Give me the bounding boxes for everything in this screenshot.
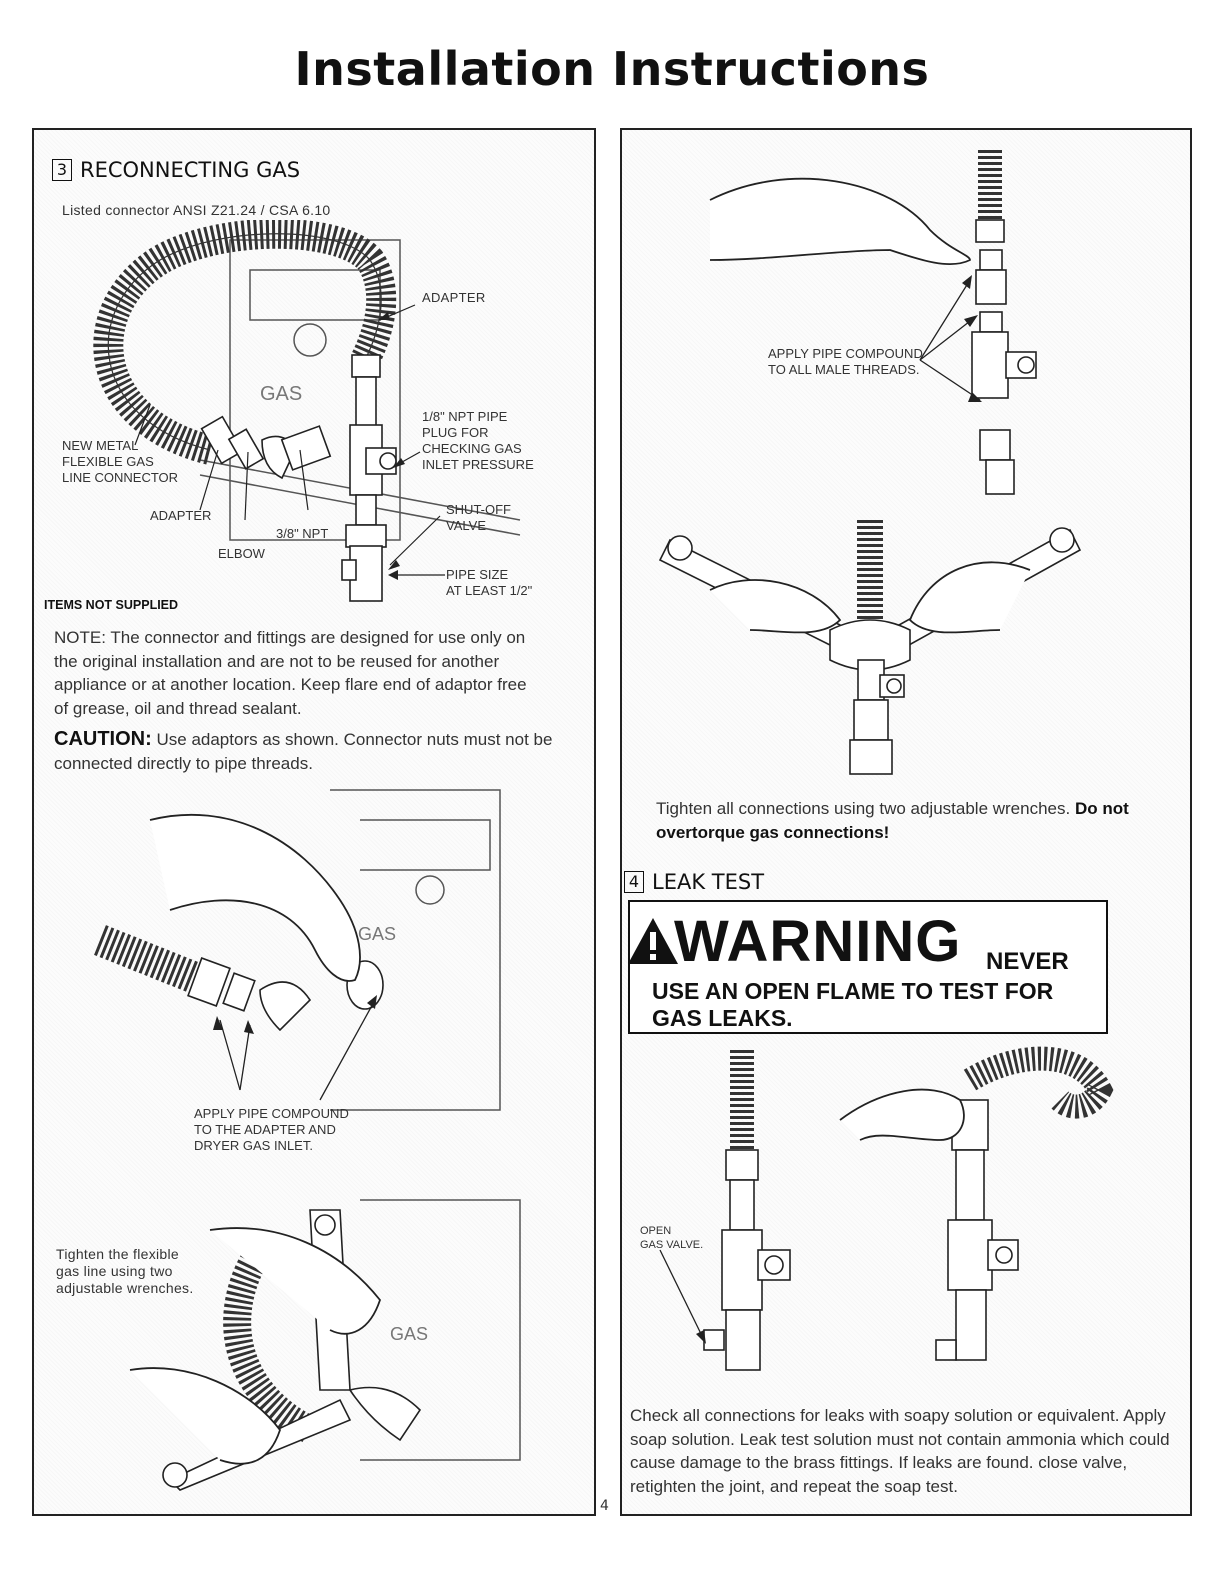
- apply-compound-male-2: TO ALL MALE THREADS.: [768, 362, 919, 377]
- apply-compound-male-illustration: APPLY PIPE COMPOUND TO ALL MALE THREADS.: [709, 150, 1037, 495]
- section-title: RECONNECTING GAS: [80, 158, 301, 182]
- label-new-connector-2: FLEXIBLE GAS: [62, 454, 154, 469]
- pipe-train: [849, 659, 905, 775]
- exploded-fittings: [971, 219, 1037, 495]
- warning-word: WARNING: [674, 909, 962, 974]
- hand-right: [908, 561, 1031, 634]
- gas-stamp-text-2: GAS: [358, 924, 396, 944]
- apply-compound-adapter-2: TO THE ADAPTER AND: [194, 1122, 336, 1137]
- warning-never: NEVER: [986, 948, 1069, 975]
- tighten-connections-paragraph: Tighten all connections using two adjust…: [656, 799, 1129, 842]
- step-number-box: 3: [52, 159, 72, 181]
- section-heading-reconnecting-gas: 3 RECONNECTING GAS: [52, 158, 300, 182]
- hand-top: [209, 1227, 382, 1335]
- caution-paragraph: CAUTION: Use adaptors as shown. Connecto…: [54, 728, 554, 775]
- apply-compound-adapter-3: DRYER GAS INLET.: [194, 1138, 313, 1153]
- hand-left: [709, 579, 842, 634]
- label-new-connector-1: NEW METAL: [62, 438, 138, 453]
- label-leader-lines: [134, 304, 445, 576]
- hand: [149, 813, 361, 982]
- left-panel: [32, 128, 596, 1516]
- label-npt-plug-3: CHECKING GAS: [422, 441, 522, 456]
- leader-lines: [219, 999, 376, 1101]
- open-gas-valve-2: GAS VALVE.: [640, 1239, 703, 1251]
- label-npt-38: 3/8" NPT: [276, 526, 328, 541]
- label-npt-plug-2: PLUG FOR: [422, 425, 488, 440]
- page-number: 4: [600, 1498, 609, 1514]
- hand: [709, 177, 971, 266]
- leader-line: [659, 1249, 705, 1341]
- open-gas-valve-1: OPEN: [640, 1225, 671, 1237]
- section-heading-leak-test: 4 LEAK TEST: [624, 870, 764, 894]
- warning-triangle-icon: [628, 918, 678, 964]
- leader-arrowheads: [378, 312, 405, 580]
- gas-connector-illustration: GAS ADAPTER 1/8" NPT PIPE: [62, 220, 534, 602]
- flexible-gas-line-right: [963, 1046, 1114, 1119]
- flexible-gas-line: [94, 925, 206, 995]
- check-connections-paragraph: Check all connections for leaks with soa…: [630, 1406, 1170, 1496]
- apply-compound-male-1: APPLY PIPE COMPOUND: [768, 346, 923, 361]
- pipe-train-right: [935, 1099, 1019, 1361]
- dryer-back-outline: [360, 1199, 521, 1461]
- left-fittings: [200, 415, 332, 480]
- hand-applying-solution: [839, 1088, 965, 1141]
- section-title: LEAK TEST: [652, 870, 765, 894]
- leader-lines: [919, 279, 981, 401]
- caution-label: CAUTION:: [54, 728, 152, 750]
- pipe-train: [341, 354, 397, 602]
- note-paragraph: NOTE: The connector and fittings are des…: [54, 628, 527, 718]
- gas-stamp-text-3: GAS: [390, 1324, 428, 1344]
- label-npt-plug-4: INLET PRESSURE: [422, 457, 534, 472]
- hand-bottom: [129, 1367, 282, 1465]
- gas-stamp-text: GAS: [260, 383, 302, 405]
- tighten-flexible-caption: Tighten the flexible gas line using two …: [56, 1246, 194, 1296]
- label-elbow: ELBOW: [218, 546, 266, 561]
- apply-compound-illustration: GAS APPLY PIPE COMPOUND TO THE ADAPTER A…: [94, 789, 501, 1153]
- caution-text: Use adaptors as shown. Connector nuts mu…: [54, 730, 553, 773]
- flexible-gas-line: [223, 1242, 317, 1443]
- label-pipe-size-1: PIPE SIZE: [446, 567, 508, 582]
- label-adapter-top: ADAPTER: [422, 290, 486, 305]
- right-panel: [620, 128, 1192, 1516]
- page-title: Installation Instructions: [294, 42, 930, 96]
- label-npt-plug-1: 1/8" NPT PIPE: [422, 409, 508, 424]
- dryer-back-outline: [330, 789, 501, 1111]
- label-adapter-bottom: ADAPTER: [150, 508, 211, 523]
- label-shutoff-1: SHUT-OFF: [446, 502, 511, 517]
- listed-connector-text: Listed connector ANSI Z21.24 / CSA 6.10: [62, 202, 331, 218]
- step-number-box: 4: [624, 871, 644, 893]
- warning-message: USE AN OPEN FLAME TO TEST FOR GAS LEAKS.: [652, 978, 1054, 1031]
- items-not-supplied-label: ITEMS NOT SUPPLIED: [44, 598, 179, 612]
- leak-test-illustration: OPEN GAS VALVE.: [640, 1046, 1114, 1371]
- wrench-flexible-illustration: GAS: [129, 1199, 521, 1491]
- warning-box: [628, 900, 1108, 1034]
- label-new-connector-3: LINE CONNECTOR: [62, 470, 178, 485]
- wrench-pipe-illustration: [658, 520, 1082, 775]
- label-shutoff-2: VALVE: [446, 518, 486, 533]
- flexible-gas-line: [93, 220, 397, 465]
- label-pipe-size-2: AT LEAST 1/2": [446, 583, 533, 598]
- apply-compound-adapter-1: APPLY PIPE COMPOUND: [194, 1106, 349, 1121]
- pipe-train-left: [703, 1149, 791, 1371]
